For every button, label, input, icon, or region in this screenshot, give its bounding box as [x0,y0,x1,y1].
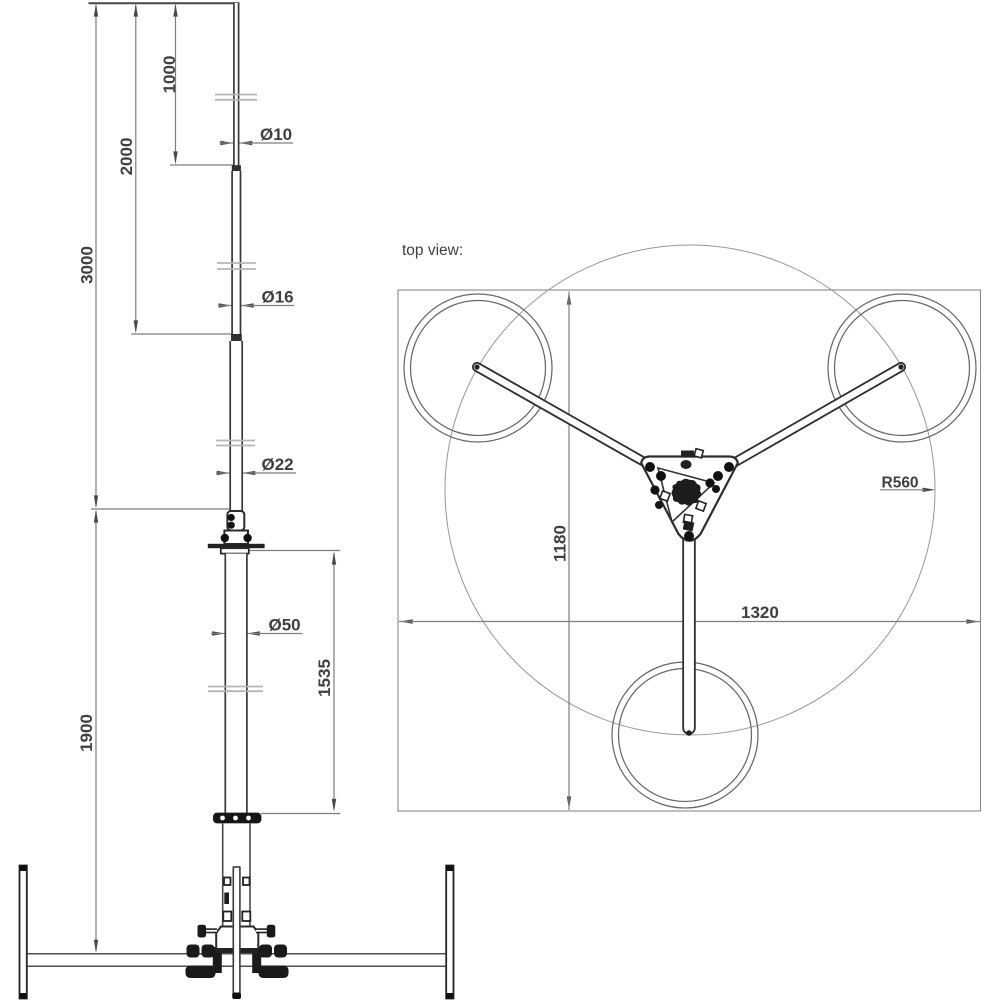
svg-text:1320: 1320 [741,603,779,622]
svg-text:1900: 1900 [77,714,96,752]
svg-text:1000: 1000 [160,56,179,94]
svg-text:top view:: top view: [402,242,463,259]
svg-text:Ø10: Ø10 [260,125,292,144]
svg-text:Ø50: Ø50 [269,616,301,635]
svg-text:2000: 2000 [117,138,136,176]
svg-text:1180: 1180 [551,525,570,562]
svg-text:R560: R560 [882,475,919,492]
svg-text:Ø22: Ø22 [262,455,294,474]
svg-text:3000: 3000 [78,246,97,284]
svg-text:1535: 1535 [315,659,334,697]
svg-text:Ø16: Ø16 [262,288,294,307]
